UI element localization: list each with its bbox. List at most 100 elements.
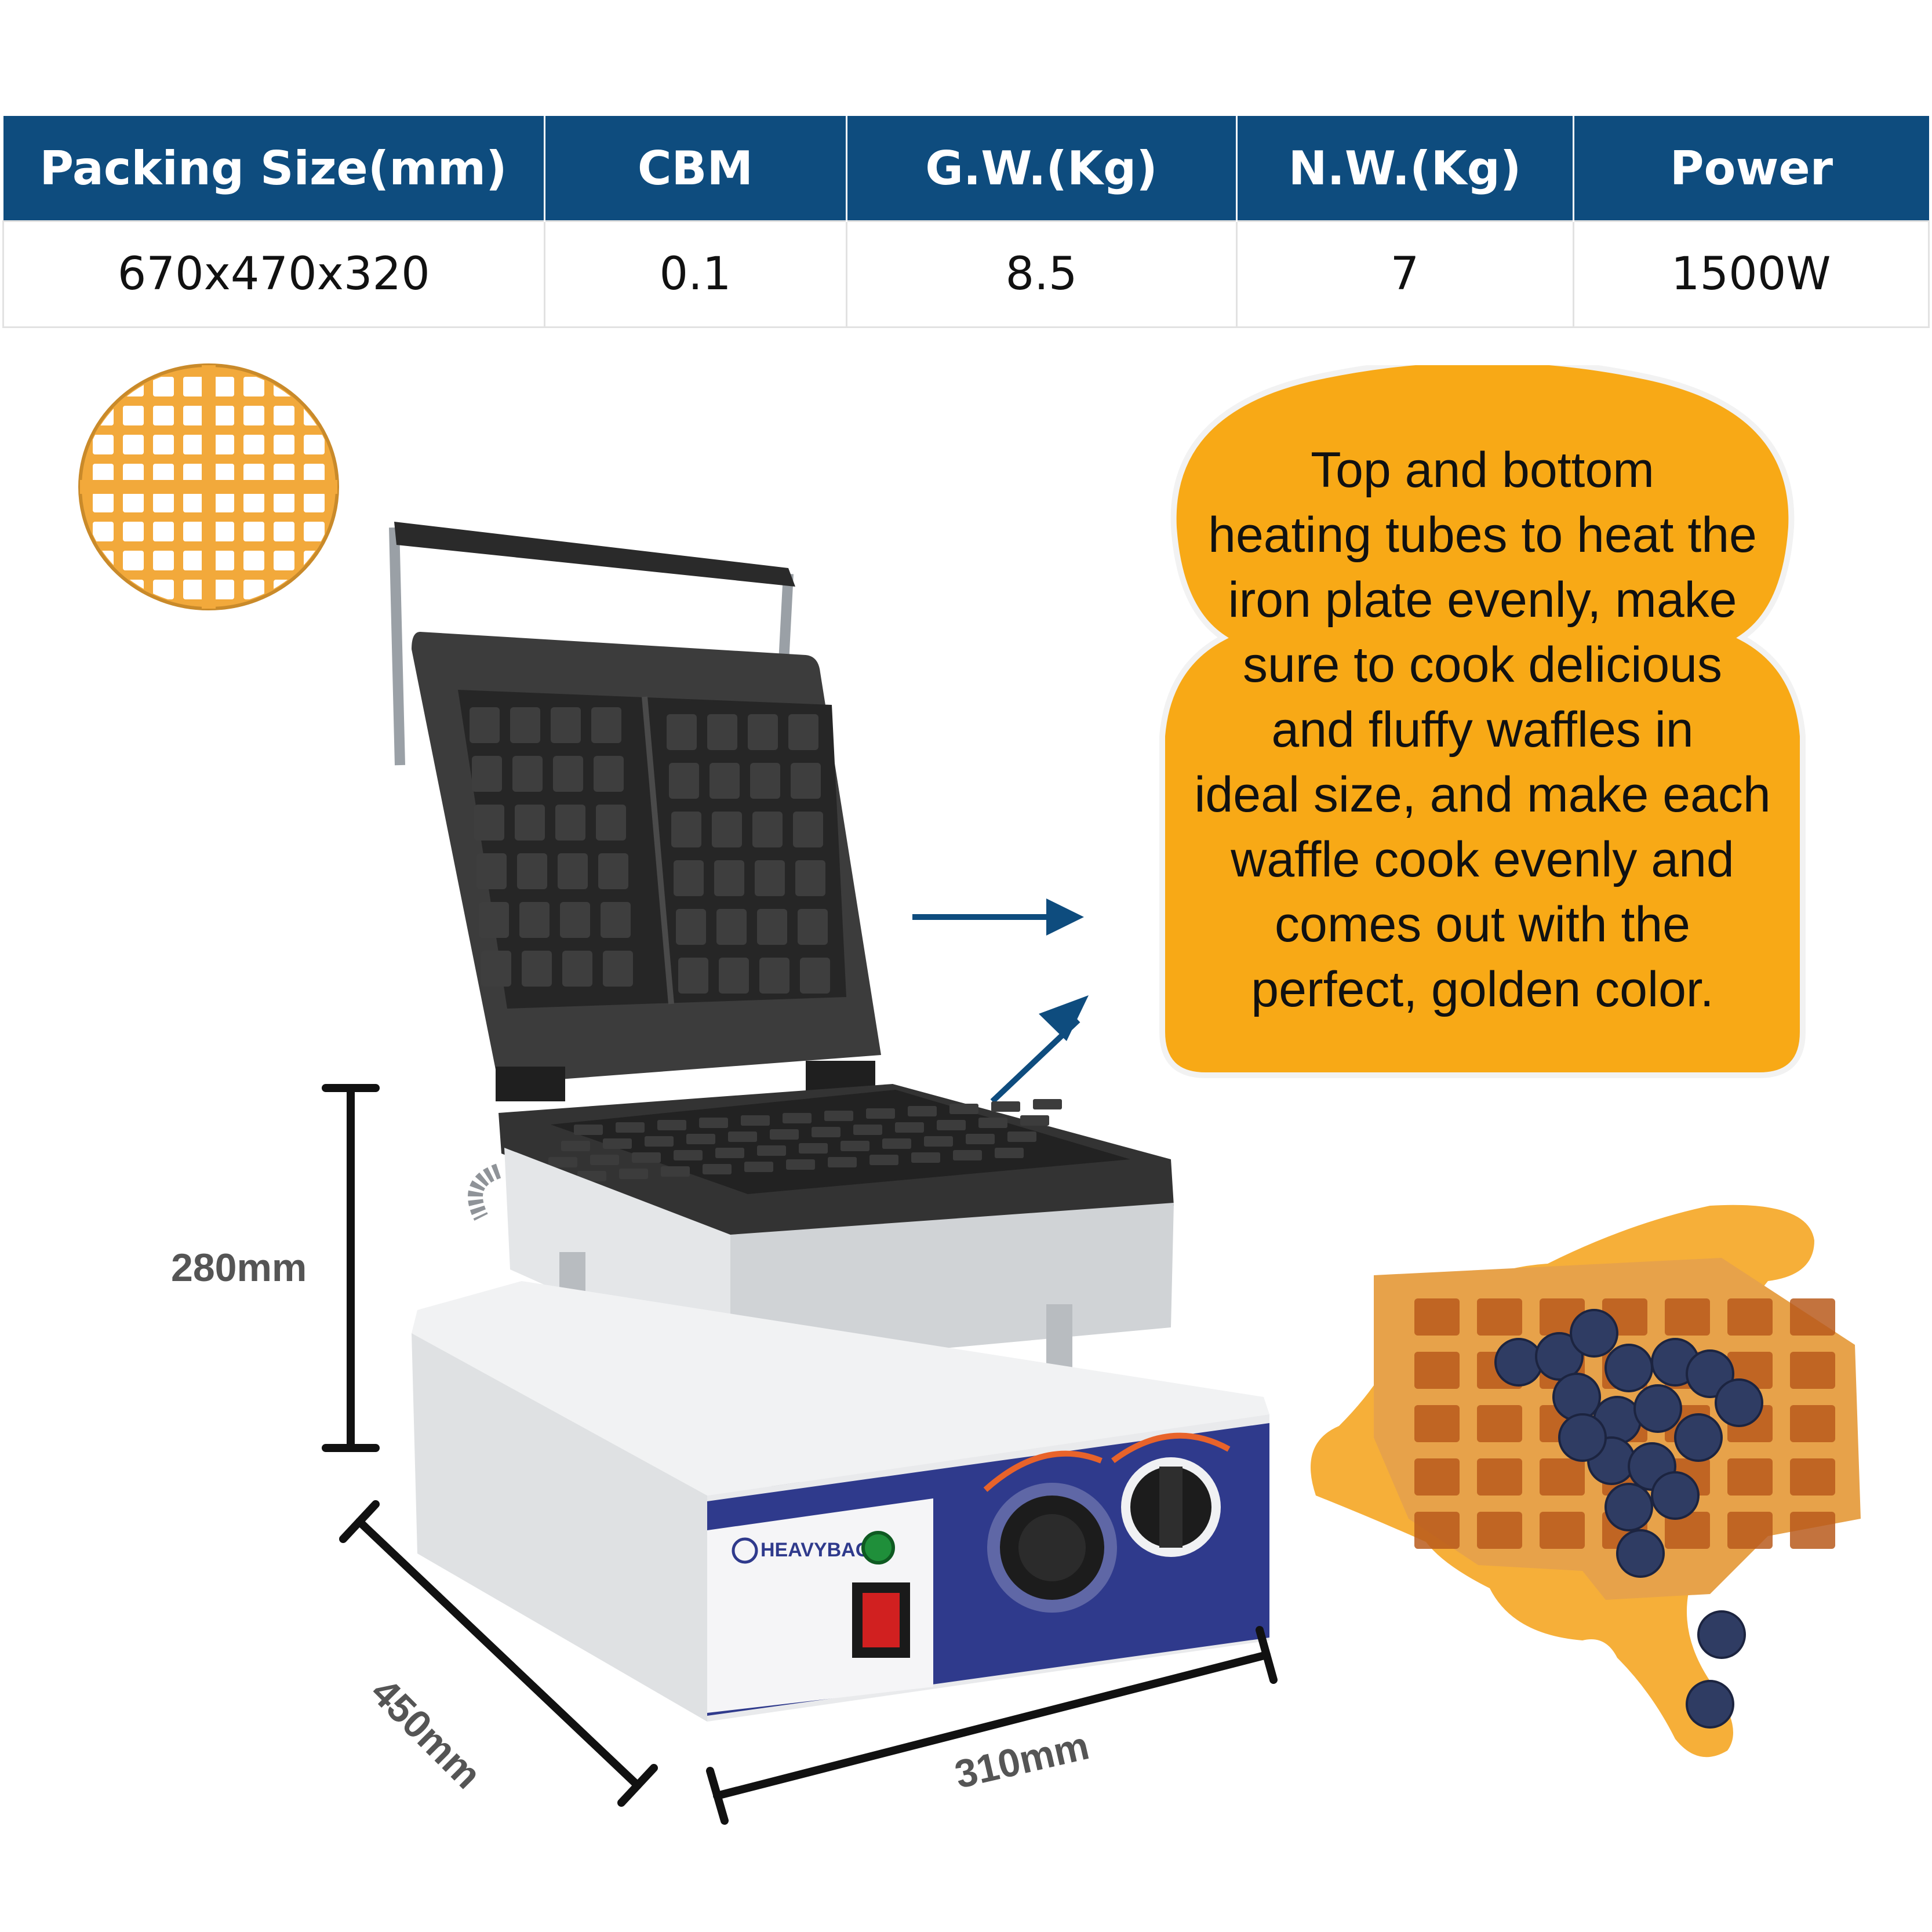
plate-cell [522, 951, 552, 987]
waffle-hole [123, 435, 144, 454]
waffle-hole [183, 493, 204, 512]
brand-name: HEAVYBAO [761, 1539, 871, 1561]
waffle-hole [93, 464, 114, 483]
spec-header-row: Packing Size(mm) CBM G.W.(Kg) N.W.(Kg) P… [3, 116, 1929, 221]
waffle-hole [274, 493, 294, 512]
callout-line: iron plate evenly, make [1228, 572, 1737, 628]
plate-cell [786, 1159, 815, 1170]
blueberry [1633, 1384, 1682, 1433]
plate-cell [470, 707, 500, 743]
callout-line: ideal size, and make each [1194, 767, 1771, 823]
plate-cell [676, 909, 706, 945]
plate-cell [574, 1125, 603, 1135]
value-power: 1500W [1572, 220, 1930, 328]
plate-cell [949, 1104, 978, 1114]
blueberry [1535, 1332, 1584, 1381]
plate-cell [562, 951, 592, 987]
plate-cell [895, 1122, 924, 1133]
plate-cell [715, 1148, 744, 1158]
waffle-hole [93, 580, 114, 599]
waffle-square [1477, 1458, 1522, 1496]
waffle-hole [304, 493, 325, 512]
plate-cell [828, 1157, 857, 1167]
waffle-square [1790, 1512, 1835, 1549]
plate-cell [645, 1136, 674, 1147]
plate-cell [744, 1162, 773, 1172]
callout-line: comes out with the [1274, 897, 1691, 952]
plate-cell [703, 1164, 732, 1174]
value-net-weight: 7 [1235, 220, 1574, 328]
plate-cell [719, 958, 749, 994]
blueberry [1604, 1344, 1653, 1392]
waffle-hole [93, 522, 114, 541]
blueberry [1558, 1413, 1607, 1462]
blueberry [1616, 1529, 1665, 1578]
waffle-hole [304, 580, 325, 599]
waffle-hole [213, 377, 234, 396]
waffle-hole [274, 464, 294, 483]
plate-cell [716, 909, 747, 945]
plate-cell [812, 1127, 841, 1137]
plate-cell [1020, 1115, 1049, 1126]
waffle-hole [213, 551, 234, 570]
waffle-hole [243, 580, 264, 599]
blueberry [1552, 1373, 1601, 1421]
plate-cell [661, 1166, 690, 1177]
blueberry [1604, 1483, 1653, 1531]
depth-dimension-line [355, 1518, 642, 1789]
waffle-hole [123, 493, 144, 512]
waffle-hole [123, 406, 144, 425]
waffle-square [1540, 1458, 1585, 1496]
plate-cell [616, 1122, 645, 1133]
waffle-hole [183, 522, 204, 541]
plate-cell [657, 1120, 686, 1130]
plate-cell [755, 860, 785, 896]
round-waffle-icon [78, 363, 339, 610]
callout-bubble [1159, 365, 1806, 1078]
waffle-hole [274, 551, 294, 570]
waffle-hole [243, 406, 264, 425]
plate-cell [548, 1157, 577, 1167]
blueberry [1651, 1471, 1700, 1520]
waffle-hole [153, 522, 174, 541]
plate-cell [1033, 1099, 1062, 1109]
header-packing-size: Packing Size(mm) [3, 116, 545, 221]
waffle-hole [153, 551, 174, 570]
plate-cell [752, 812, 783, 847]
header-gross-weight: G.W.(Kg) [846, 116, 1238, 221]
plate-cell [678, 958, 708, 994]
plate-cell [590, 1155, 619, 1165]
plate-cell [472, 756, 502, 792]
waffle-hole [183, 377, 204, 396]
callout-line: and fluffy waffles in [1271, 702, 1694, 758]
plate-cell [510, 707, 540, 743]
waffle-maker-image: HEAVYBAO [389, 522, 1269, 1722]
waffle-hole [183, 406, 204, 425]
waffle-hole [153, 406, 174, 425]
waffle-square [1790, 1405, 1835, 1442]
plate-cell [707, 714, 737, 750]
waffle-square [1414, 1458, 1460, 1496]
plate-cell [966, 1134, 995, 1144]
waffle-square [1414, 1352, 1460, 1389]
plate-cell [553, 756, 583, 792]
plate-cell [991, 1101, 1020, 1112]
header-net-weight: N.W.(Kg) [1236, 116, 1574, 221]
callout-line: Top and bottom [1311, 442, 1654, 498]
waffle-blueberry-photo [1311, 1205, 1861, 1758]
waffle-hole [243, 464, 264, 483]
plate-cell [551, 707, 581, 743]
waffle-hole [123, 522, 144, 541]
waffle-hole [243, 522, 264, 541]
brand-logo-icon [732, 1537, 758, 1564]
plate-cell [798, 909, 828, 945]
value-packing-size: 670x470x320 [2, 220, 545, 328]
plate-cell [937, 1120, 966, 1130]
callout-line: waffle cook evenly and [1231, 832, 1734, 887]
plate-cell [759, 958, 789, 994]
blueberry [1570, 1309, 1618, 1358]
waffle-hole [93, 435, 114, 454]
plate-cell [686, 1134, 715, 1144]
waffle-hole [153, 377, 174, 396]
plate-cell [479, 902, 509, 938]
